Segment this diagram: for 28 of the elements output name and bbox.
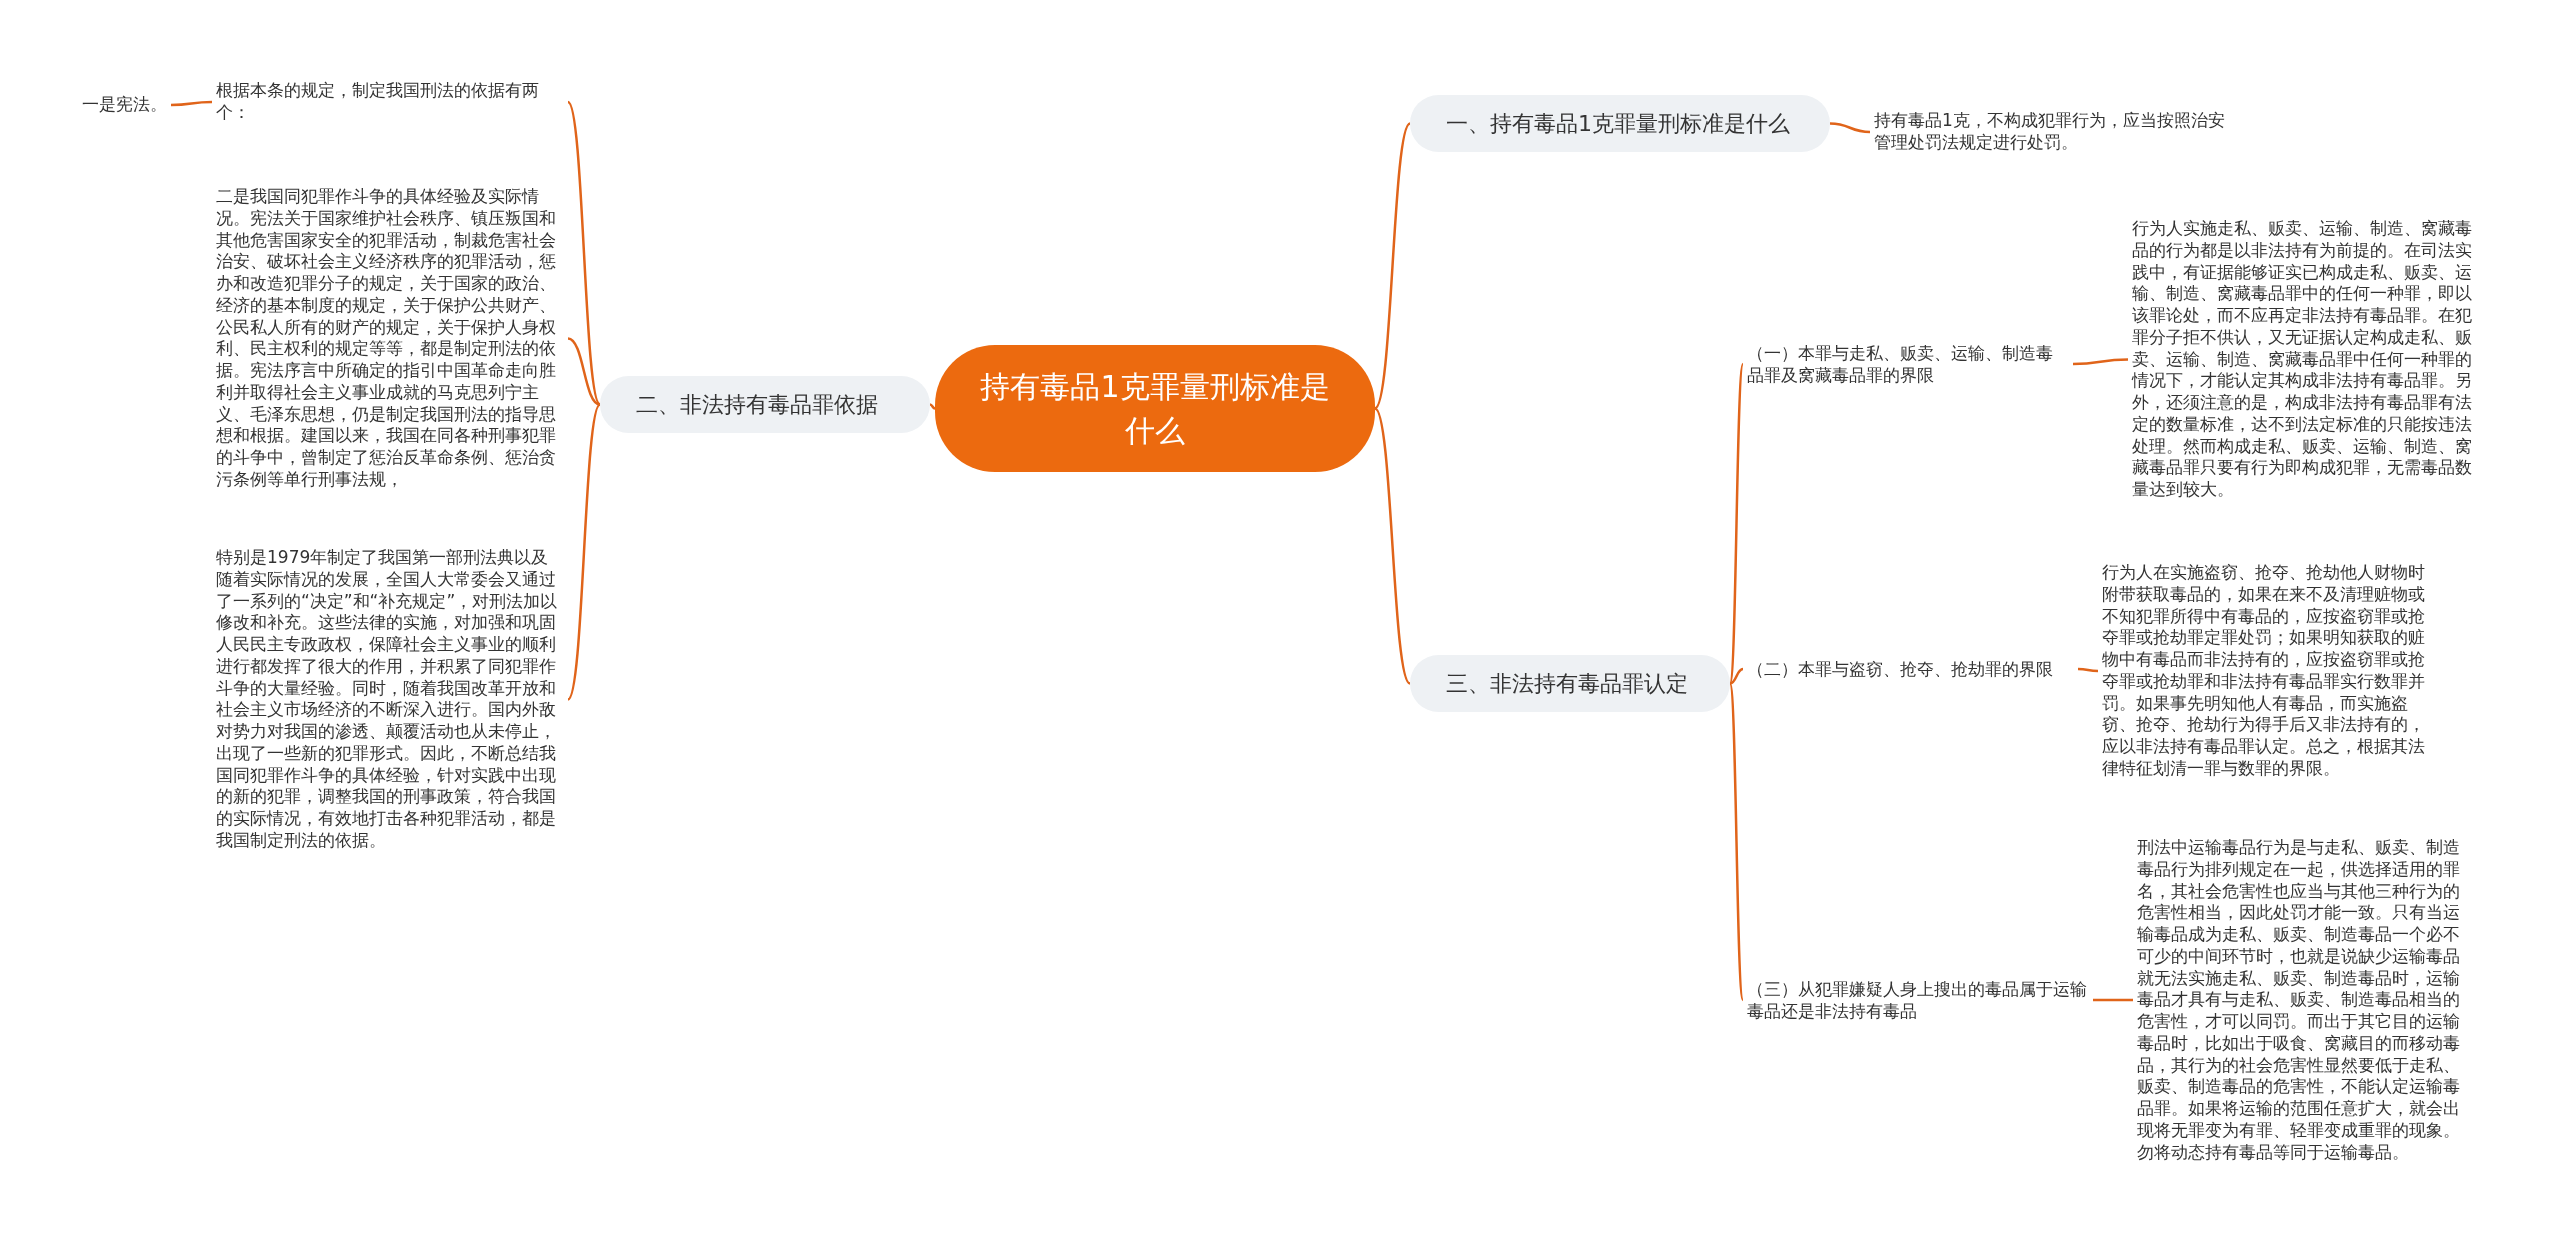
subtopic-text: （三）从犯罪嫌疑人身上搜出的毒品属于运输毒品还是非法持有毒品 xyxy=(1743,976,2093,1025)
connector-line xyxy=(1728,683,1745,1001)
connector-line xyxy=(1728,363,1745,684)
connector-line xyxy=(566,403,602,701)
note-text: 持有毒品1克，不构成犯罪行为，应当按照治安管理处罚法规定进行处罚。 xyxy=(1870,108,2230,156)
note-text: 刑法中运输毒品行为是与走私、贩卖、制造毒品行为排列规定在一起，供选择适用的罪名，其社会危害性也应当与其他三种行为的危害性相当，因此处罚才能一致。只有当运输毒品成为走私、贩卖、制造毒品一个必不可少的中间环节时，也就是说缺少运输毒品就无法实施走私、贩卖、制造毒品时，运输毒品才具有与走私、贩卖、制造毒品相当的危害性，才可以同罚。而出于其它目的运输毒品时，比如出于吸食、窝藏目的而移动毒品，其行为的社会危害性显然要低于走私、贩卖、制造毒品的危害性，不能认定运输毒品罪。如果将运输的范围任意扩大，就会出现将无罪变为有罪、轻罪变成重罪的现象。勿将动态持有毒品等同于运输毒品。 xyxy=(2133,835,2479,1166)
note-text: 一是宪法。 xyxy=(78,92,171,118)
connector-line xyxy=(2093,998,2133,1002)
connector-line xyxy=(566,101,602,406)
subtopic-text: （二）本罪与盗窃、抢夺、抢劫罪的界限 xyxy=(1743,656,2078,683)
subtopic-text: （一）本罪与走私、贩卖、运输、制造毒品罪及窝藏毒品罪的界限 xyxy=(1743,340,2073,389)
connector-line xyxy=(2077,667,2099,673)
connector-line xyxy=(1374,122,1411,410)
connector-line xyxy=(1374,407,1411,685)
connector-line xyxy=(567,337,601,406)
connector-line xyxy=(2073,358,2128,366)
branch-topic: 二、非法持有毒品罪依据 xyxy=(600,376,930,433)
note-text: 根据本条的规定，制定我国刑法的依据有两个： xyxy=(212,78,568,126)
central-topic: 持有毒品1克罪量刑标准是什么 xyxy=(935,345,1375,472)
connector-line xyxy=(1829,122,1871,134)
note-text: 行为人实施走私、贩卖、运输、制造、窝藏毒品的行为都是以非法持有为前提的。在司法实践中，有证据能够证实已构成走私、贩卖、运输、制造、窝藏毒品罪中的任何一种罪，即以该罪论处，而不应再定非法持有毒品罪。在犯罪分子拒不供认，又无证据认定构成走私、贩卖、运输、制造、窝藏毒品罪中任何一种罪的情况下，才能认定其构成非法持有毒品罪。另外，还须注意的是，构成非法持有毒品罪有法定的数量标准，达不到法定标准的只能按违法处理。然而构成走私、贩卖、运输、制造、窝藏毒品罪只要有行为即构成犯罪，无需毒品数量达到较大。 xyxy=(2128,216,2484,503)
connector-line xyxy=(1729,667,1744,685)
note-text: 特别是1979年制定了我国第一部刑法典以及随着实际情况的发展，全国人大常委会又通过了一系列的“决定”和“补充规定”，对刑法加以修改和补充。这些法律的实施，对加强和巩固人民民主专政政权，保障社会主义事业的顺利进行都发挥了很大的作用，并积累了同犯罪作斗争的大量经验。同时，随着我国改革开放和社会主义市场经济的不断深入进行。国内外敌对势力对我国的渗透、颠覆活动也从未停止，出现了一些新的犯罪形式。因此，不断总结我国同犯罪作斗争的具体经验，针对实践中出现的新的犯罪，调整我国的刑事政策，符合我国的实际情况，有效地打击各种犯罪活动，都是我国制定刑法的依据。 xyxy=(212,545,568,854)
connector-line xyxy=(171,100,212,107)
branch-topic: 一、持有毒品1克罪量刑标准是什么 xyxy=(1410,95,1830,152)
note-text: 二是我国同犯罪作斗争的具体经验及实际情况。宪法关于国家维护社会秩序、镇压叛国和其他危害国家安全的犯罪活动，制裁危害社会治安、破坏社会主义经济秩序的犯罪活动，惩办和改造犯罪分子的规定，关于国家的政治、经济的基本制度的规定，关于保护公共财产、公民私人所有的财产的规定，关于保护人身权利、民主权利的规定等等，都是制定刑法的依据。宪法序言中所确定的指引中国革命走向胜利并取得社会主义事业成就的马克思列宁主义、毛泽东思想，仍是制定我国刑法的指导思想和根据。建国以来，我国在同各种刑事犯罪的斗争中，曾制定了惩治反革命条例、惩治贪污条例等单行刑事法规， xyxy=(212,184,568,493)
note-text: 行为人在实施盗窃、抢夺、抢劫他人财物时附带获取毒品的，如果在来不及清理赃物或不知犯罪所得中有毒品的，应按盗窃罪或抢夺罪或抢劫罪定罪处罚；如果明知获取的赃物中有毒品而非法持有的，应按盗窃罪或抢夺罪或抢劫罪和非法持有毒品罪实行数罪并罚。如果事先明知他人有毒品，而实施盗窃、抢夺、抢劫行为得手后又非法持有的，应以非法持有毒品罪认定。总之，根据其法律特征划清一罪与数罪的界限。 xyxy=(2098,560,2444,782)
branch-topic: 三、非法持有毒品罪认定 xyxy=(1410,655,1730,712)
